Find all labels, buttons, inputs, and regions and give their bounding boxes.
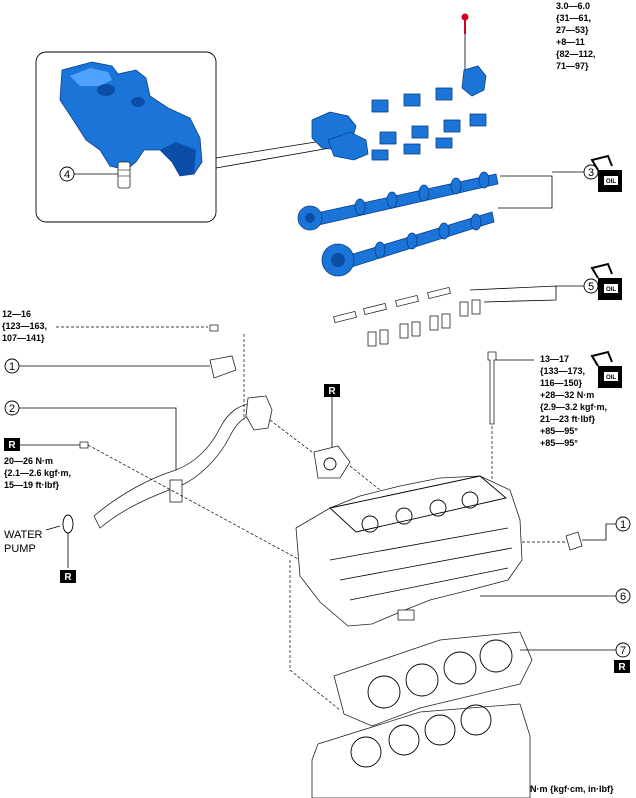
callout-number: 4 xyxy=(64,169,70,181)
replace-label: R xyxy=(64,572,72,583)
units-note: N·m {kgf·cm, in·lbf} xyxy=(530,784,614,794)
oil-can-icon: OIL xyxy=(590,350,622,388)
torque-line: 3.0—6.0 xyxy=(556,1,590,11)
replace-label: R xyxy=(328,386,336,397)
replace-marker xyxy=(60,570,76,583)
callout-number: 1 xyxy=(620,519,626,531)
head-bolt xyxy=(487,351,497,425)
cap-row-lower xyxy=(371,137,453,161)
alignment-lines xyxy=(243,334,341,711)
svg-text:OIL: OIL xyxy=(606,179,616,185)
torque-line: 116—150} xyxy=(540,378,583,388)
rocker-arms: 5 xyxy=(333,278,599,347)
water-hose-fitting xyxy=(209,355,237,379)
callout-circle xyxy=(59,166,75,182)
callout-number: 1 xyxy=(9,361,15,373)
callout-1-left: 1 xyxy=(4,355,237,379)
bolt-part xyxy=(79,441,89,449)
torque-line: +28—32 N·m xyxy=(540,390,594,400)
callout-number: 3 xyxy=(588,167,594,179)
cylinder-block xyxy=(311,703,531,798)
replace-label: R xyxy=(618,662,626,673)
callout-number: 5 xyxy=(588,281,594,293)
callout-number: 6 xyxy=(620,591,626,603)
callout-number: 2 xyxy=(9,403,15,415)
callout-6: 6 xyxy=(480,588,631,604)
replace-label: R xyxy=(8,440,16,451)
torque-line: 27—53} xyxy=(556,25,589,35)
inset-pointer-line xyxy=(215,147,331,169)
callout-circle xyxy=(615,516,631,532)
callout-circle xyxy=(583,278,599,294)
inset-frame xyxy=(35,51,217,223)
o-ring xyxy=(62,514,74,534)
water-pump-label: PUMP xyxy=(4,543,36,555)
camshafts: 3 xyxy=(297,164,599,277)
leader-line xyxy=(19,407,177,470)
torque-line: 107—141} xyxy=(2,333,45,343)
water-pump-connection: WATER PUMP R xyxy=(4,514,76,583)
camshaft-caps-group xyxy=(311,65,487,161)
water-pipe xyxy=(93,395,273,529)
cylinder-head xyxy=(295,475,523,627)
replace-marker xyxy=(324,384,340,397)
cylinder-head-gasket xyxy=(333,631,533,727)
torque-line: 12—16 xyxy=(2,309,31,319)
bolt-part xyxy=(209,324,219,332)
inset-pointer-line xyxy=(215,139,329,159)
left-bolt-torque-spec: 12—16 {123—163, 107—141} xyxy=(2,309,219,343)
camshaft-cap-torque-spec: 3.0—6.0 {31—61, 27—53} +8—11 {82—112, 71… xyxy=(556,1,596,71)
oil-can-icon: OIL xyxy=(590,262,622,300)
cap-row-upper xyxy=(371,87,487,145)
callout-2: 2 xyxy=(4,400,177,470)
replace-marker xyxy=(614,660,630,673)
torque-line: 15—19 ft·lbf} xyxy=(4,480,60,490)
torque-line: {82—112, xyxy=(556,49,596,59)
svg-text:OIL: OIL xyxy=(606,375,616,381)
torque-line: {133—173, xyxy=(540,366,585,376)
hydraulic-lash-adjuster xyxy=(117,161,131,189)
callout-circle xyxy=(615,588,631,604)
torque-bolt-indicator xyxy=(461,13,469,78)
camshaft-cap-enlarged xyxy=(59,61,203,177)
torque-line: {123—163, xyxy=(2,321,47,331)
intake-camshaft xyxy=(321,211,495,277)
leader-line xyxy=(582,523,616,541)
water-pump-label: WATER xyxy=(4,529,43,541)
torque-line: 13—17 xyxy=(540,354,569,364)
front-cap xyxy=(327,131,369,161)
water-bolt-spec: R 20—26 N·m {2.1—2.6 kgf·m, 15—19 ft·lbf… xyxy=(4,438,301,561)
callout-number: 7 xyxy=(620,645,626,657)
torque-line: 20—26 N·m xyxy=(4,456,53,466)
water-outlet-gasket: R xyxy=(269,384,381,491)
oil-can-icon: OIL xyxy=(590,154,622,192)
callout-7: 7 R xyxy=(520,642,631,673)
torque-line: {2.1—2.6 kgf·m, xyxy=(4,468,71,478)
leader-bracket xyxy=(469,285,557,303)
torque-line: 21—23 ft·lbf} xyxy=(540,414,596,424)
torque-line: 71—97} xyxy=(556,61,589,71)
replace-marker xyxy=(4,438,20,451)
torque-line: +85—95° xyxy=(540,426,578,436)
torque-line: +85—95° xyxy=(540,438,578,448)
detail-inset: 4 xyxy=(35,51,331,223)
callout-1-right: 1 xyxy=(522,516,631,551)
torque-line: {2.9—3.2 kgf·m, xyxy=(540,402,607,412)
svg-text:OIL: OIL xyxy=(606,287,616,293)
leader-line xyxy=(87,444,301,561)
water-hose-fitting xyxy=(565,531,583,551)
leader-bracket xyxy=(498,175,553,209)
callout-circle xyxy=(615,642,631,658)
exhaust-camshaft xyxy=(297,171,499,231)
head-bolt-torque-spec: 13—17 {133—173, 116—150} +28—32 N·m {2.9… xyxy=(487,351,607,510)
gasket-part xyxy=(313,445,351,479)
torque-line: +8—11 xyxy=(556,37,585,47)
exhaust-cap xyxy=(461,65,487,97)
torque-line: {31—61, xyxy=(556,13,591,23)
bolt-head-marker xyxy=(461,13,469,21)
